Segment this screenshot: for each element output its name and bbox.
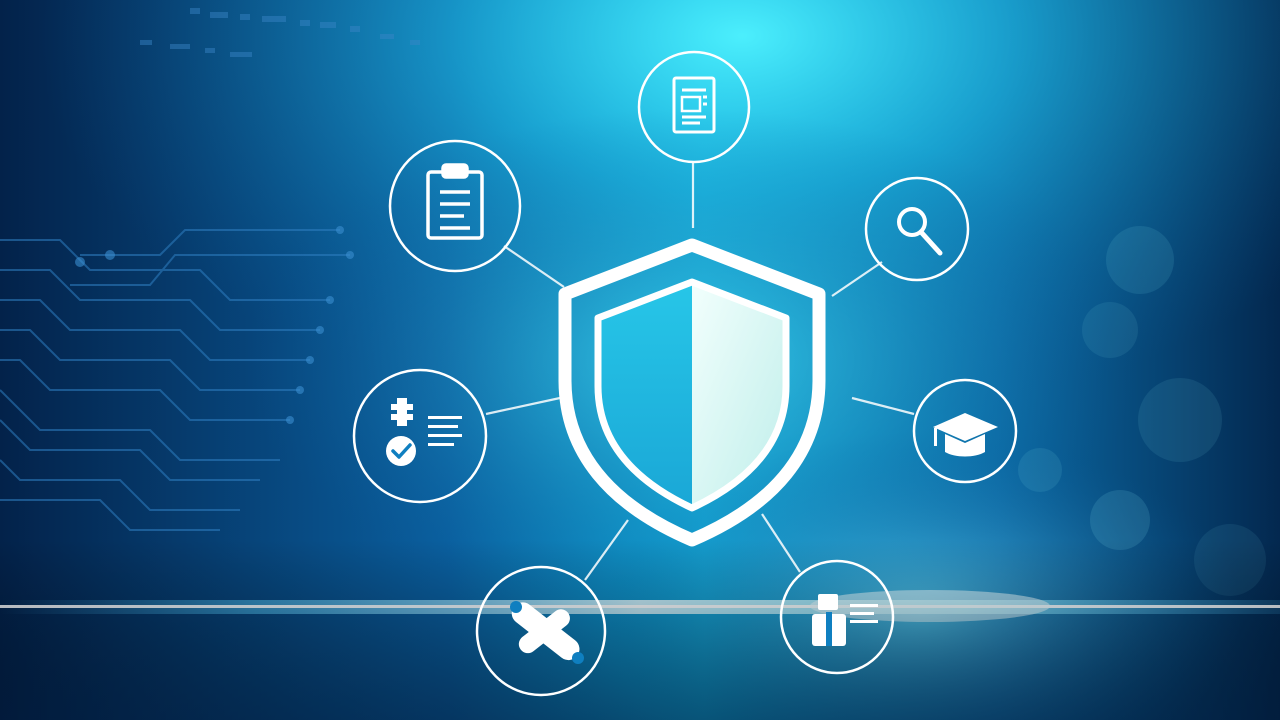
business-people-icon xyxy=(812,594,878,646)
graduation-cap-icon xyxy=(933,413,998,457)
search-icon xyxy=(897,207,943,256)
diploma-scroll-icon xyxy=(510,601,584,664)
icon-ring xyxy=(352,50,1018,697)
connector-lines xyxy=(485,162,915,581)
clipboard-icon xyxy=(426,163,484,240)
award-checklist-icon xyxy=(386,398,462,466)
document-icon xyxy=(672,76,716,134)
shield-icon xyxy=(558,238,826,547)
